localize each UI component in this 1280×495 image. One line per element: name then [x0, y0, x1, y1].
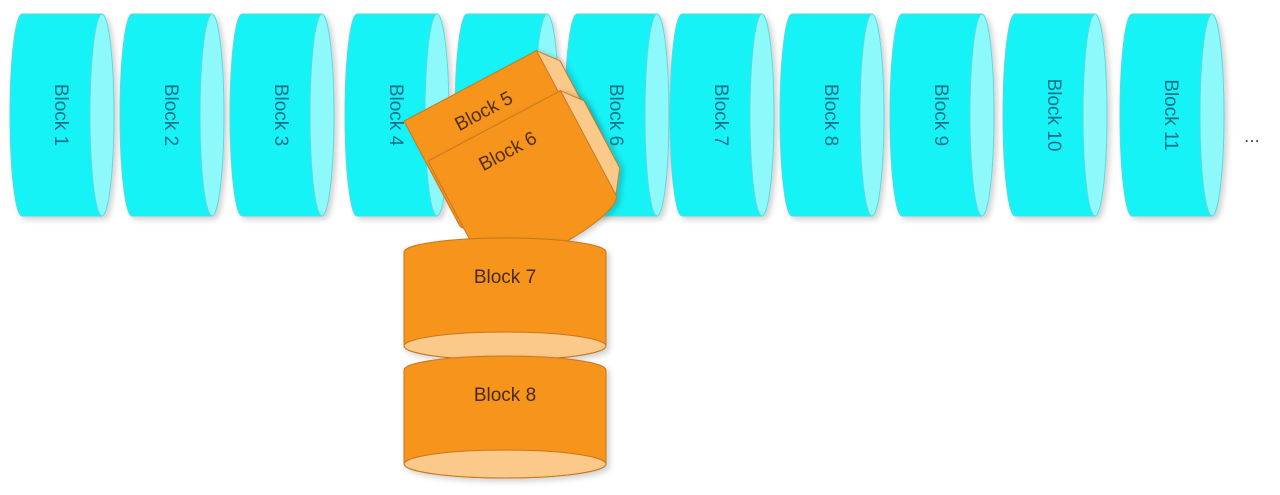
block-end-cap: [89, 13, 115, 217]
block-side-face: [559, 89, 621, 197]
chain-block-block-3: Block 3: [229, 13, 335, 217]
block-body: [119, 13, 213, 217]
block-end-cap: [199, 13, 225, 217]
block-body: [889, 13, 983, 217]
chain-block-block-11: Block 11: [1119, 13, 1225, 217]
block-body: [9, 13, 103, 217]
block-body: [779, 13, 873, 217]
block-label: Block 3: [270, 84, 291, 146]
block-label: Block 6: [605, 84, 626, 146]
chain-block-block-7: Block 7: [669, 13, 775, 217]
block-label: Block 7: [474, 267, 536, 288]
block-end-cap: [1082, 13, 1108, 217]
block-label: Block 8: [820, 84, 841, 146]
block-end-cap: [859, 13, 885, 217]
block-label: Block 10: [1043, 79, 1064, 152]
block-body: [669, 13, 763, 217]
block-body: [1119, 13, 1213, 217]
chain-block-block-10: Block 10: [1002, 13, 1108, 217]
fork-block-block-7: Block 7: [403, 237, 607, 361]
chain-block-block-1: Block 1: [9, 13, 115, 217]
chain-block-block-9: Block 9: [889, 13, 995, 217]
block-end-cap: [969, 13, 995, 217]
fork-block-block-8: Block 8: [403, 355, 607, 479]
block-label: Block 11: [1160, 79, 1181, 150]
block-label: Block 1: [50, 84, 71, 146]
block-label: Block 8: [474, 385, 536, 406]
block-label: Block 7: [710, 84, 731, 146]
chain-block-block-8: Block 8: [779, 13, 885, 217]
block-body: [344, 13, 438, 217]
block-body: [1002, 13, 1096, 217]
block-end-cap: [1199, 13, 1225, 217]
chain-continuation-ellipsis: ...: [1244, 126, 1260, 147]
block-body: [229, 13, 323, 217]
chain-block-block-2: Block 2: [119, 13, 225, 217]
block-end-cap: [644, 13, 670, 217]
block-end-cap: [309, 13, 335, 217]
fork-block-block-6: Block 6: [427, 89, 621, 270]
block-bottom-cap: [403, 449, 607, 479]
block-label: Block 2: [160, 84, 181, 146]
block-label: Block 9: [930, 84, 951, 146]
block-label: Block 4: [385, 84, 406, 147]
block-end-cap: [749, 13, 775, 217]
